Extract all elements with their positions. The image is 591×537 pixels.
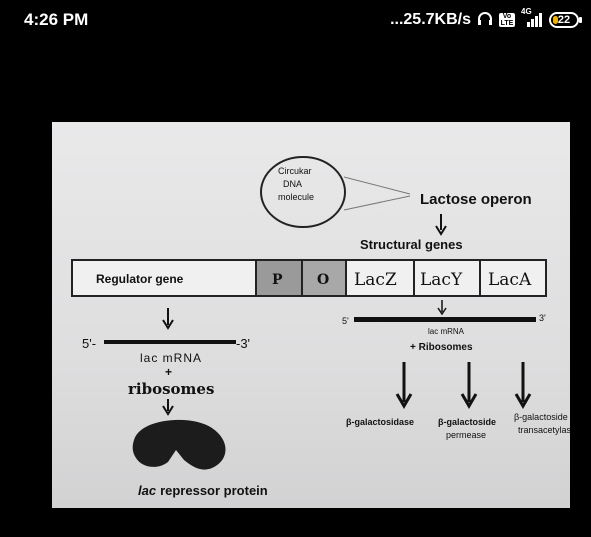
five-prime-right: 5' [342,316,349,326]
pointer-line-bottom [343,195,411,211]
beta-galactosidase-label: β-galactosidase [346,417,414,427]
repressor-protein-shape [132,419,226,470]
mrna-bar-right [354,317,536,322]
operator-label: O [317,272,329,288]
three-prime-left: -3' [236,336,250,351]
regulator-gene-label: Regulator gene [96,272,184,286]
lac-mrna-right: lac mRNA [428,327,465,336]
transacetylase-label-1: β-galactoside [514,412,568,422]
lac-operon-diagram: Circukar DNA molecule Lactose operon Str… [71,156,570,498]
dna-circle [260,156,346,228]
status-bar: 4:26 PM ...25.7KB/s Vo LTE 4G 22 [0,0,591,40]
volte-icon: Vo LTE [499,13,515,27]
operator-box [303,261,345,295]
lacz-label: LacZ [354,270,397,290]
lacy-label: LacY [420,270,463,290]
headphones-icon [477,11,493,30]
lac-mrna-left: lac mRNA [140,351,202,365]
plus-left: + [165,365,172,379]
plus-ribosomes-right: + Ribosomes [410,342,473,353]
circle-label-3: molecule [278,192,314,202]
status-icons: ...25.7KB/s Vo LTE 4G 22 [390,7,582,31]
promoter-label: P [272,272,283,288]
structural-genes-label: Structural genes [360,237,463,252]
lactose-operon-label: Lactose operon [420,191,532,208]
circle-label-1: Circukar [278,166,312,176]
laca-label: LacA [488,270,532,290]
pointer-line-top [343,176,411,195]
three-prime-right: 3' [539,313,546,323]
mrna-bar-left [104,340,236,344]
five-prime-left: 5'- [82,336,96,351]
status-time: 4:26 PM [24,10,89,29]
battery-icon: 22 [549,12,582,28]
permease-label-2: permease [446,430,486,440]
circle-label-2: DNA [283,179,302,189]
signal-icon: 4G [521,7,543,27]
network-speed: ...25.7KB/s [390,11,471,28]
ribosomes-left: ribosomes [128,380,214,398]
promoter-box [257,261,301,295]
permease-label-1: β-galactoside [438,417,496,427]
photo-content: Circukar DNA molecule Lactose operon Str… [52,122,570,508]
network-type: 4G [521,7,532,16]
transacetylase-label-2: transacetylase [518,425,570,435]
